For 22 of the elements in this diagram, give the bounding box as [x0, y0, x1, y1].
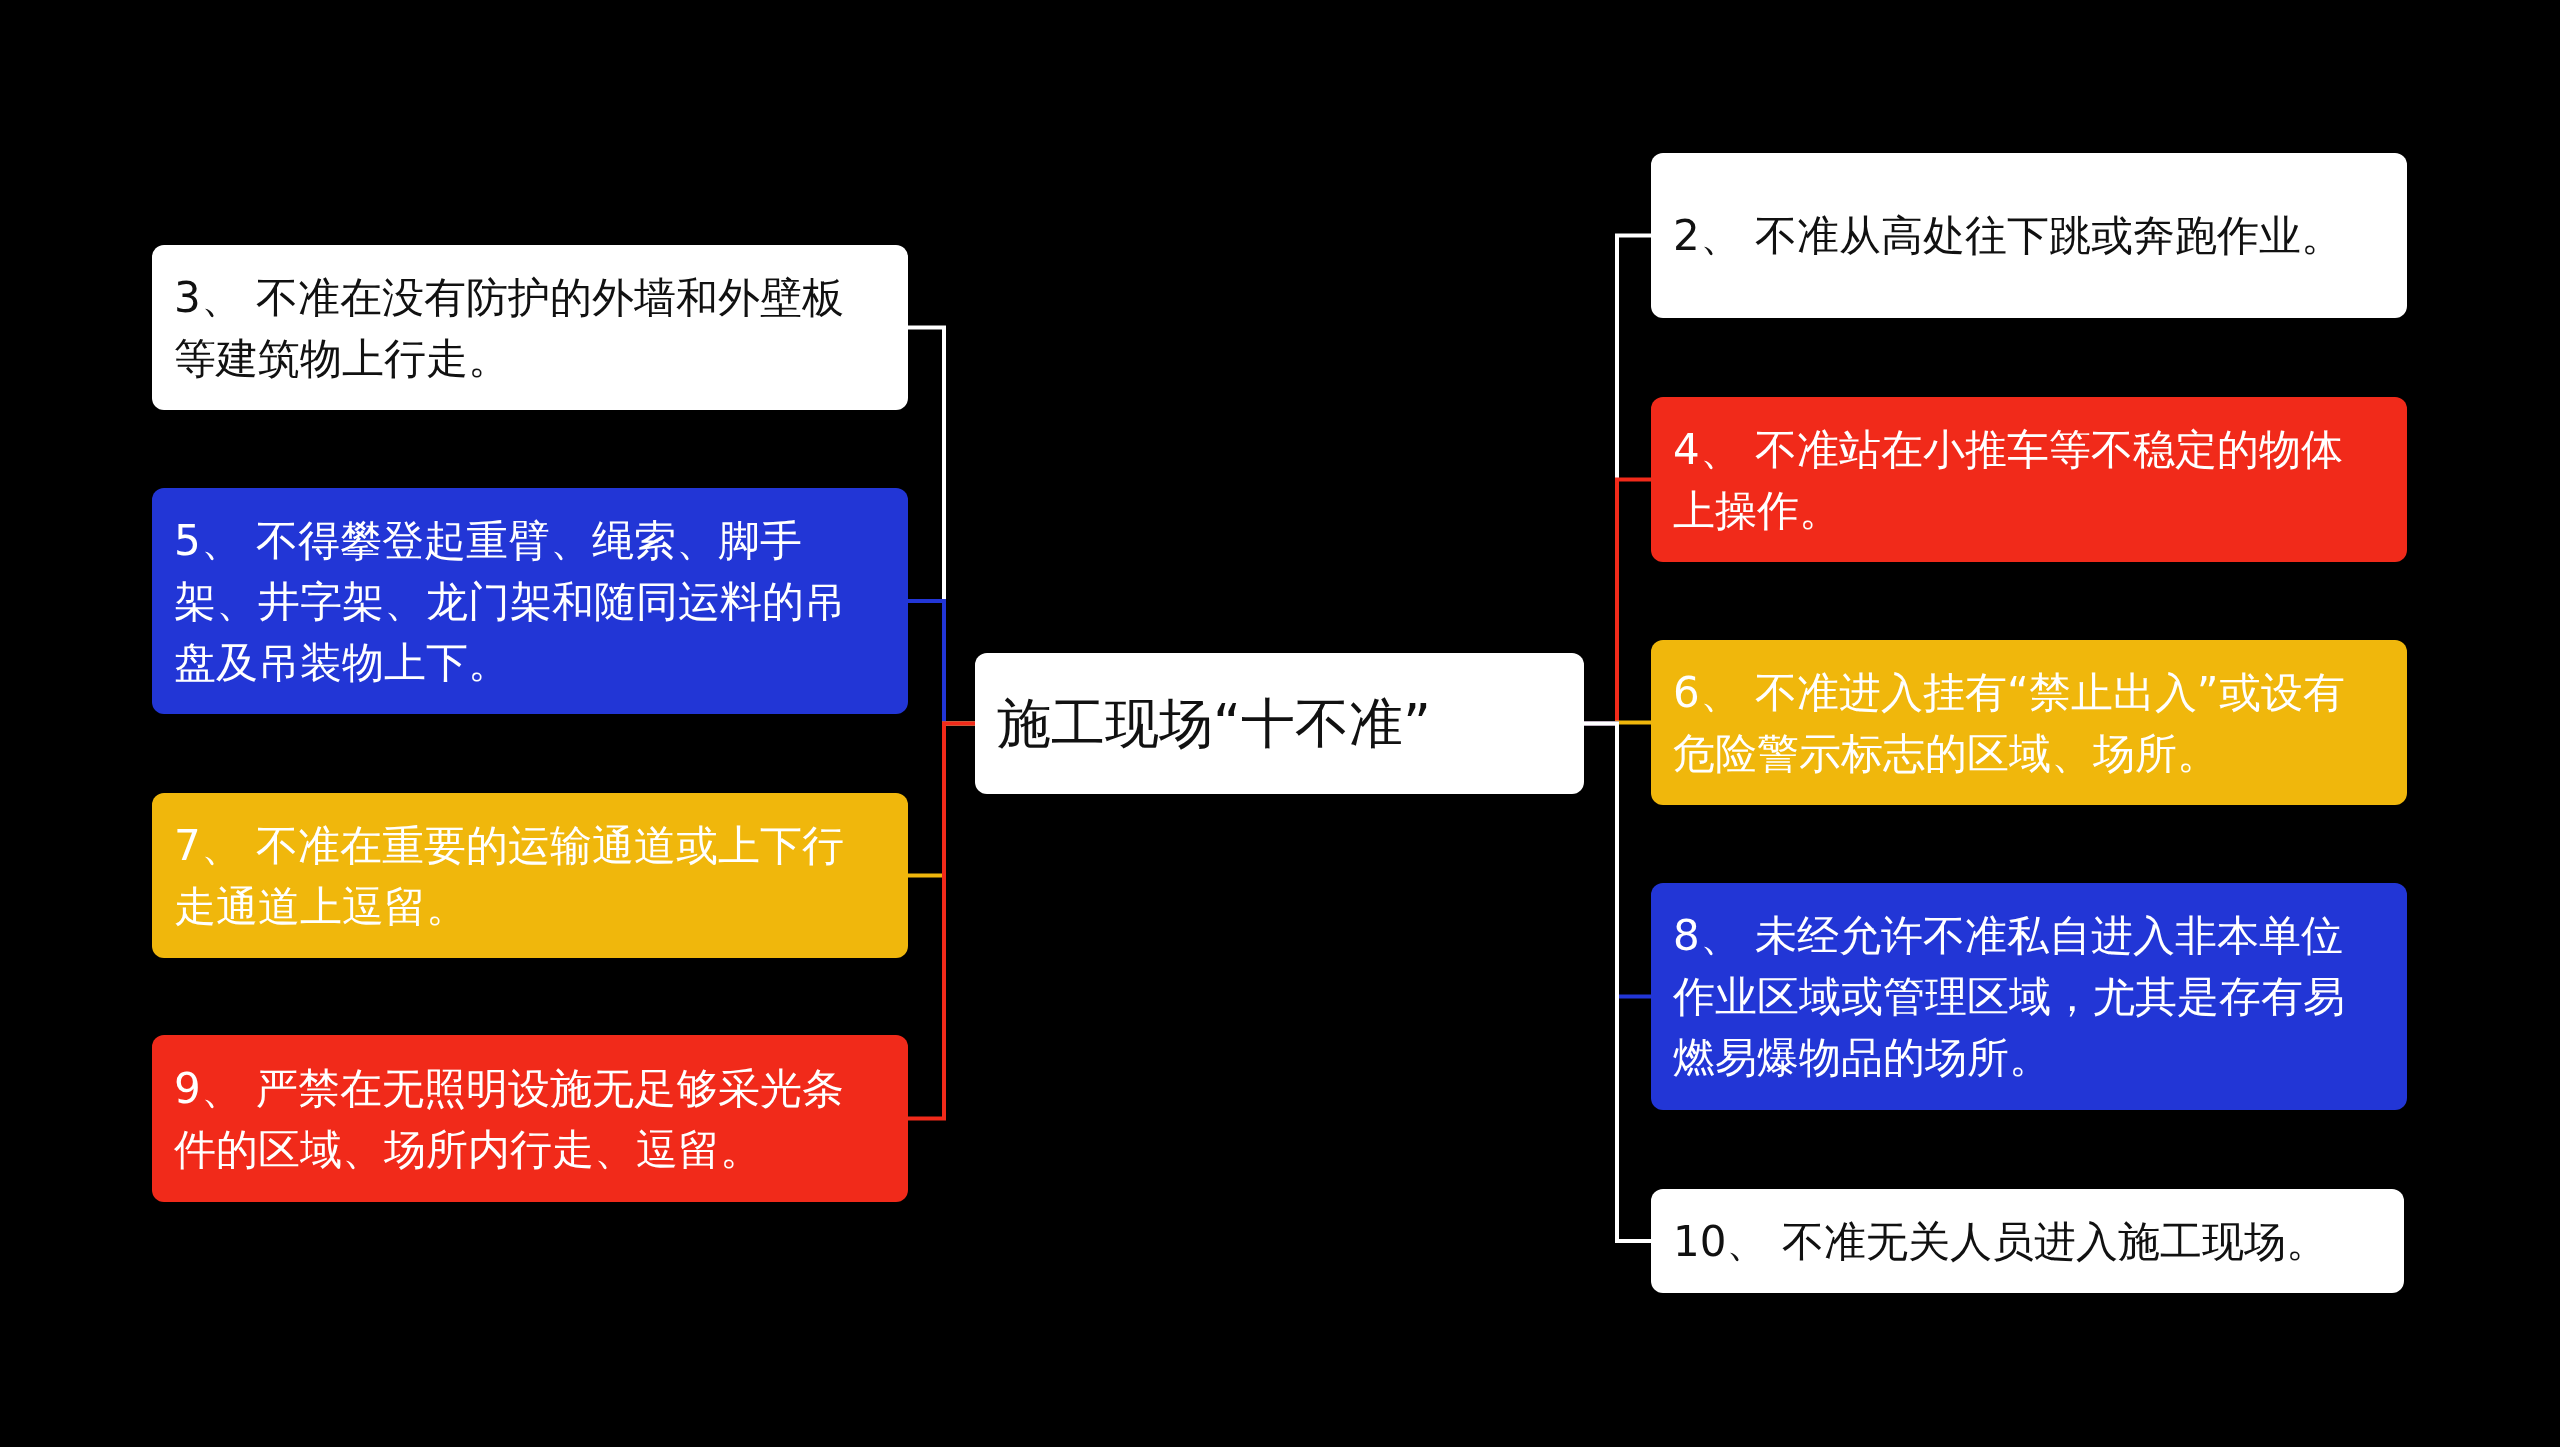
- topic-box: [152, 488, 908, 714]
- topic-text: 6、 不准进入挂有“禁止出入”或设有危险警示标志的区域、场所。: [1673, 666, 2346, 780]
- topic-box: [1651, 153, 2407, 318]
- topic-box: [152, 245, 908, 410]
- topic-box: [1651, 397, 2407, 562]
- central-topic-box: [975, 653, 1584, 794]
- topic-box: [152, 1035, 908, 1202]
- topic-text: 9、 严禁在无照明设施无足够采光条件的区域、场所内行走、逗留。: [174, 1062, 846, 1176]
- topic-box: [1651, 640, 2407, 805]
- topic-text: 5、 不得攀登起重臂、绳索、脚手架、井字架、龙门架和随同运料的吊盘及吊装物上下。: [174, 514, 847, 689]
- topic-box: [1651, 883, 2407, 1110]
- connector-line: [1584, 721, 1651, 1243]
- topic-text: 7、 不准在重要的运输通道或上下行走通道上逗留。: [174, 819, 846, 933]
- topic-text: 10、 不准无关人员进入施工现场。: [1673, 1215, 2328, 1268]
- topic-box: [152, 793, 908, 958]
- topic-text: 8、 未经允许不准私自进入非本单位作业区域或管理区域，尤其是存有易燃易爆物品的场所。: [1673, 910, 2346, 1084]
- topic-text: 3、 不准在没有防护的外墙和外壁板等建筑物上行走。: [174, 271, 846, 385]
- topic-box: [1651, 1189, 2404, 1293]
- topic-text: 2、 不准从高处往下跳或奔跑作业。: [1673, 210, 2344, 262]
- topic-text: 4、 不准站在小推车等不稳定的物体上操作。: [1673, 423, 2345, 537]
- topic-text: 施工现场“十不准”: [997, 693, 1431, 754]
- connector-line: [908, 721, 975, 1121]
